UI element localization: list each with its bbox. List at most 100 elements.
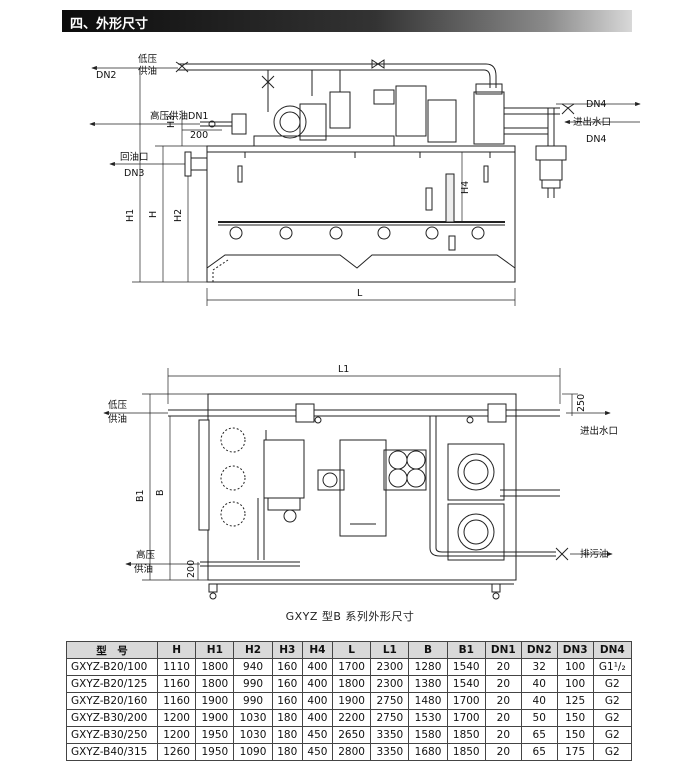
table-cell: 20 xyxy=(484,726,522,744)
table-cell: 1800 xyxy=(195,658,235,676)
table-cell: 1850 xyxy=(446,743,486,761)
label-return-oil: 回油口 xyxy=(120,151,149,163)
table-cell: 990 xyxy=(233,675,273,693)
section-title: 四、外形尺寸 xyxy=(70,17,149,32)
table-cell: 1200 xyxy=(156,709,197,727)
table-cell: 100 xyxy=(556,658,594,676)
top-view-labels: L1 250 低压 供油 进出水口 B1 B 高压 供油 200 排污油 xyxy=(108,364,618,578)
label-low-pressure-2: 供油 xyxy=(138,65,157,77)
top-view-dimensions xyxy=(103,368,613,581)
table-cell: 450 xyxy=(301,743,334,761)
table-cell: 1900 xyxy=(195,709,235,727)
table-cell: 1900 xyxy=(195,692,235,710)
table-cell: 160 xyxy=(271,658,303,676)
table-cell: 100 xyxy=(556,675,594,693)
table-cell: G2 xyxy=(592,726,633,744)
table-cell: 2750 xyxy=(370,692,410,710)
label-b: B xyxy=(155,489,166,496)
table-cell: 50 xyxy=(520,709,558,727)
table-header-cell: L1 xyxy=(370,641,410,659)
table-cell: 1380 xyxy=(408,675,448,693)
table-cell: 450 xyxy=(301,726,334,744)
table-cell: 32 xyxy=(520,658,558,676)
figure-caption: GXYZ 型B 系列外形尺寸 xyxy=(285,610,415,623)
table-cell: 400 xyxy=(301,658,334,676)
table-cell: G2 xyxy=(592,743,633,761)
table-cell: 1680 xyxy=(408,743,448,761)
table-cell: 175 xyxy=(556,743,594,761)
table-cell: 1160 xyxy=(156,675,197,693)
table-header-cell: H1 xyxy=(195,641,235,659)
table-cell: 1090 xyxy=(233,743,273,761)
table-cell: 20 xyxy=(484,743,522,761)
label-b1: B1 xyxy=(135,489,146,502)
table-cell: 1540 xyxy=(446,675,486,693)
model-cell: GXYZ-B20/100 xyxy=(66,658,158,676)
table-cell: 400 xyxy=(301,675,334,693)
label-water-io: 进出水口 xyxy=(573,116,611,128)
table-cell: 1030 xyxy=(233,726,273,744)
table-cell: 2300 xyxy=(370,658,410,676)
table-cell: 65 xyxy=(520,726,558,744)
table-cell: 940 xyxy=(233,658,273,676)
label-h3: H3 xyxy=(166,115,177,128)
table-cell: 2800 xyxy=(331,743,372,761)
table-cell: G2 xyxy=(592,675,633,693)
label-drain: 排污油 xyxy=(580,548,609,560)
table-cell: 3350 xyxy=(370,743,410,761)
table-cell: 1800 xyxy=(331,675,372,693)
table-cell: 1580 xyxy=(408,726,448,744)
table-header-cell: H3 xyxy=(271,641,303,659)
table-header-cell: DN2 xyxy=(520,641,558,659)
table-cell: 1260 xyxy=(156,743,197,761)
table-cell: 1700 xyxy=(446,692,486,710)
label-dn3: DN3 xyxy=(124,168,144,179)
model-cell: GXYZ-B20/125 xyxy=(66,675,158,693)
table-cell: G2 xyxy=(592,709,633,727)
label-dim-200: 200 xyxy=(190,130,208,141)
table-cell: 400 xyxy=(301,692,334,710)
model-cell: GXYZ-B30/250 xyxy=(66,726,158,744)
table-cell: 160 xyxy=(271,692,303,710)
label-l1: L1 xyxy=(338,364,349,375)
table-cell: G2 xyxy=(592,692,633,710)
table-cell: 1530 xyxy=(408,709,448,727)
table-cell: 2750 xyxy=(370,709,410,727)
table-cell: 1800 xyxy=(195,675,235,693)
label-top-water-io: 进出水口 xyxy=(580,425,618,437)
table-header-cell: DN3 xyxy=(556,641,594,659)
table-cell: 1160 xyxy=(156,692,197,710)
table-cell: 125 xyxy=(556,692,594,710)
table-cell: 2650 xyxy=(331,726,372,744)
model-cell: GXYZ-B30/200 xyxy=(66,709,158,727)
table-header-cell: H xyxy=(156,641,197,659)
label-top-high-2: 供油 xyxy=(134,563,153,575)
table-cell: 65 xyxy=(520,743,558,761)
table-header-cell: DN4 xyxy=(592,641,633,659)
table-cell: 20 xyxy=(484,675,522,693)
label-low-pressure-1: 低压 xyxy=(138,53,158,65)
table-cell: 40 xyxy=(520,692,558,710)
model-cell: GXYZ-B20/160 xyxy=(66,692,158,710)
label-dn4-top: DN4 xyxy=(586,99,606,110)
table-cell: 180 xyxy=(271,743,303,761)
label-top-low-1: 低压 xyxy=(108,399,128,411)
label-dn4-bottom: DN4 xyxy=(586,134,606,145)
table-header-cell: 型 号 xyxy=(66,641,158,659)
label-top-low-2: 供油 xyxy=(108,413,127,425)
table-cell: 1540 xyxy=(446,658,486,676)
table-cell: 1480 xyxy=(408,692,448,710)
table-header-cell: B1 xyxy=(446,641,486,659)
table-cell: 20 xyxy=(484,658,522,676)
table-cell: 1200 xyxy=(156,726,197,744)
model-cell: GXYZ-B40/315 xyxy=(66,743,158,761)
table-cell: 180 xyxy=(271,726,303,744)
table-cell: 1850 xyxy=(446,726,486,744)
table-cell: 1950 xyxy=(195,743,235,761)
